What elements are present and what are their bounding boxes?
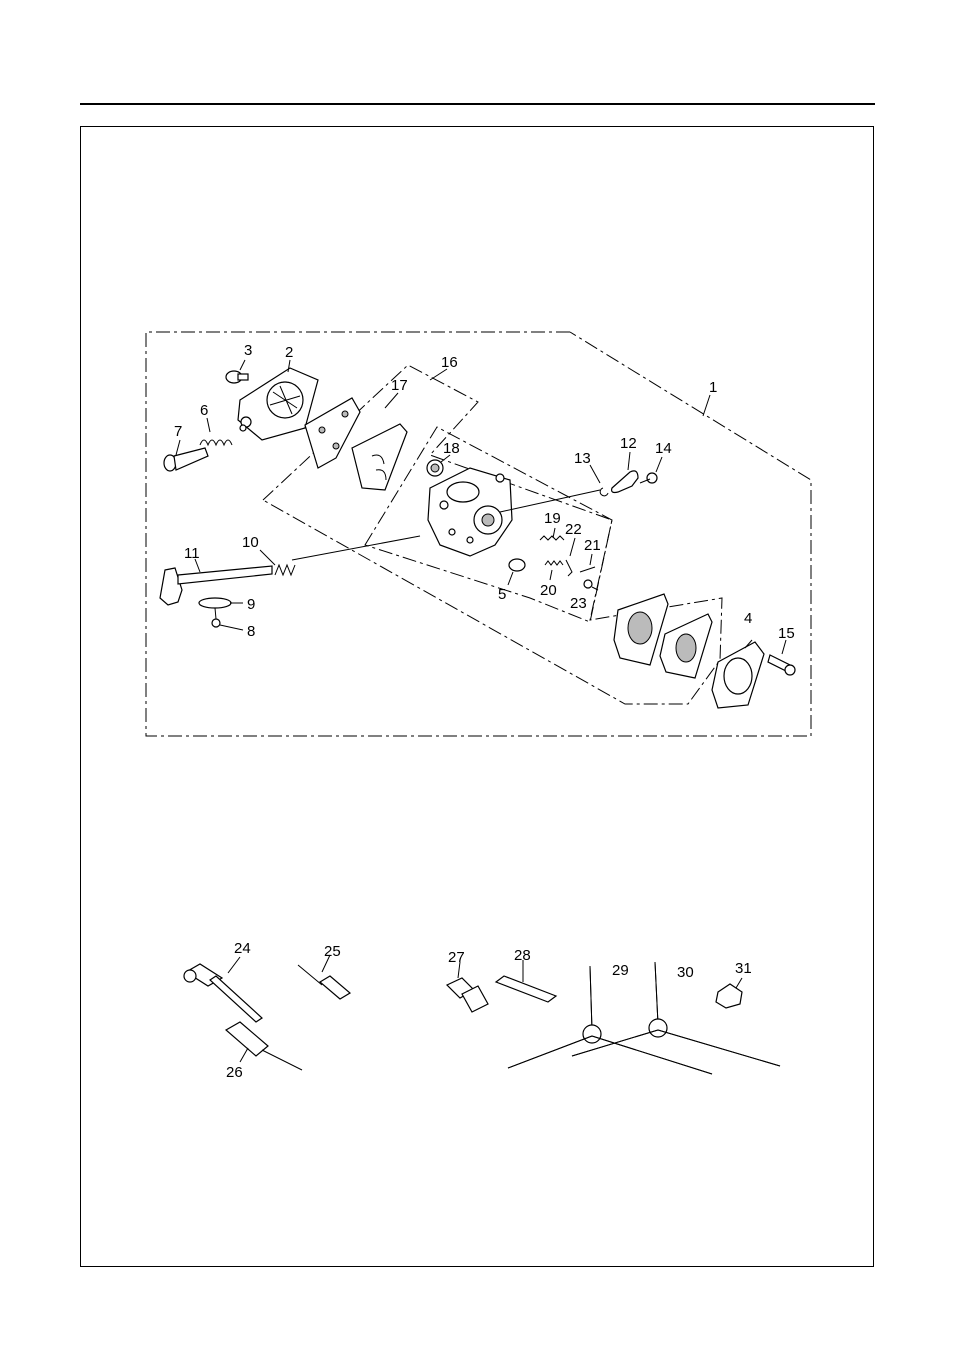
callout-31: 31	[735, 960, 752, 977]
callout-4: 4	[744, 610, 752, 627]
callout-24: 24	[234, 940, 251, 957]
callout-21: 21	[584, 537, 601, 554]
body-group-boundary	[364, 426, 613, 623]
idle-spring	[199, 417, 247, 447]
metering-cover	[711, 639, 765, 709]
metering-lever	[565, 537, 576, 577]
tri-wrench-29	[507, 965, 713, 1075]
pressure-adapter	[445, 961, 489, 1013]
callout-22: 22	[565, 521, 582, 538]
callout-9: 9	[247, 596, 255, 613]
carburetor-body	[427, 467, 513, 557]
callout-16: 16	[441, 354, 458, 371]
metering-gasket	[613, 593, 669, 666]
pump-cover-screw	[225, 359, 249, 384]
callout-25: 25	[324, 943, 341, 960]
pump-diaphragm	[351, 423, 408, 491]
callout-5: 5	[498, 586, 506, 603]
callout-15: 15	[778, 625, 795, 642]
callout-13: 13	[574, 450, 591, 467]
callout-19: 19	[544, 510, 561, 527]
callout-11: 11	[184, 545, 200, 562]
inlet-needle	[544, 560, 564, 581]
pump-gasket	[304, 397, 361, 469]
welch-plug	[507, 558, 526, 586]
callout-2: 2	[285, 344, 293, 361]
throttle-plate	[611, 451, 639, 494]
e-ring	[589, 464, 609, 497]
callout-14: 14	[655, 440, 672, 457]
assembly-1-boundary	[145, 331, 812, 737]
service-tools: 24 25 26 27 28 29 30 31	[183, 940, 781, 1081]
callout-3: 3	[244, 342, 252, 359]
throttle-shaft	[159, 558, 273, 606]
t-wrench	[183, 956, 263, 1023]
inlet-screen	[426, 454, 451, 477]
page-frame	[80, 126, 874, 1267]
callout-20: 20	[540, 582, 557, 599]
callout-30: 30	[677, 964, 694, 981]
gauge-plate	[494, 960, 558, 1003]
callout-23: 23	[570, 595, 587, 612]
callout-12: 12	[620, 435, 637, 452]
callout-18: 18	[443, 440, 460, 457]
small-screwdriver	[297, 954, 352, 1000]
lever-screw	[583, 579, 599, 591]
throttle-valve	[198, 597, 243, 609]
carburetor-assembly: 1 2 3 4 5 6 7 8 9 10 11 12 13 14 15 16 1…	[145, 331, 812, 737]
callout-6: 6	[200, 402, 208, 419]
callout-1: 1	[709, 379, 717, 396]
header-rule	[80, 103, 875, 105]
callout-26: 26	[226, 1064, 243, 1081]
callout-27: 27	[448, 949, 465, 966]
metering-cover-screw	[767, 639, 796, 676]
metering-diaphragm	[659, 613, 713, 679]
limiter-cap	[715, 977, 743, 1009]
lever-pin	[579, 553, 596, 573]
callout-29: 29	[612, 962, 629, 979]
screwdriver	[224, 1021, 303, 1071]
callout-7: 7	[174, 423, 182, 440]
tri-wrench-30	[571, 961, 781, 1067]
callout-10: 10	[242, 534, 259, 551]
callout-28: 28	[514, 947, 531, 964]
pump-cover	[237, 359, 319, 441]
throttle-valve-screw	[211, 607, 244, 631]
metering-spring	[539, 527, 565, 541]
callout-17: 17	[391, 377, 408, 394]
throttle-return-spring	[259, 549, 296, 577]
idle-adjust-screw	[163, 439, 209, 472]
throttle-screw	[639, 456, 663, 484]
callout-8: 8	[247, 623, 255, 640]
